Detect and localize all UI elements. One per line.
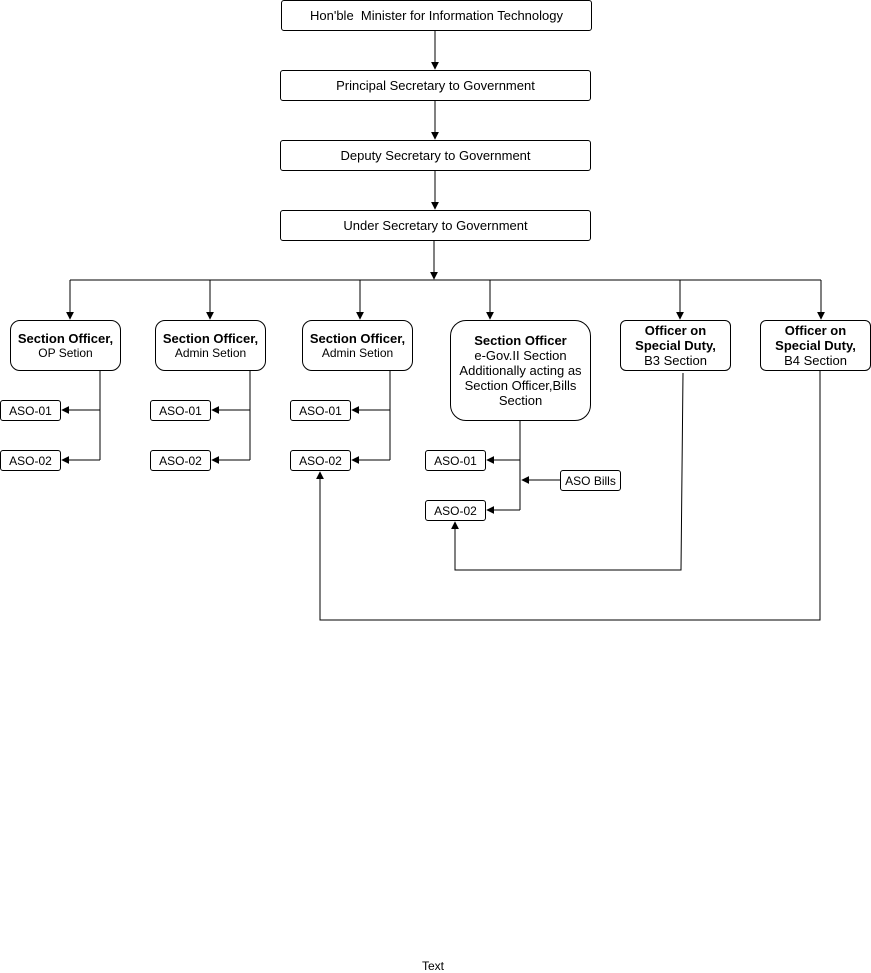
node-so-op: Section Officer, OP Setion bbox=[10, 320, 121, 371]
node-osd-b4-sub: B4 Section bbox=[784, 353, 847, 368]
node-aso-bills: ASO Bills bbox=[560, 470, 621, 491]
node-so-admin2-title: Section Officer, bbox=[309, 331, 406, 346]
node-so-op-sub: OP Setion bbox=[38, 346, 93, 360]
node-op-aso02: ASO-02 bbox=[0, 450, 61, 471]
node-admin1-aso01-label: ASO-01 bbox=[159, 403, 202, 418]
node-so-egov-line3: Section Officer,Bills bbox=[464, 378, 577, 393]
node-minister-label: Hon'ble Minister for Information Technol… bbox=[310, 8, 563, 23]
node-so-egov: Section Officer e-Gov.II Section Additio… bbox=[450, 320, 591, 421]
node-so-egov-line2: Additionally acting as bbox=[459, 363, 582, 378]
node-principal-secretary: Principal Secretary to Government bbox=[280, 70, 591, 101]
node-under-secretary-label: Under Secretary to Government bbox=[343, 218, 528, 233]
footer-text: Text bbox=[422, 959, 445, 973]
node-aso-bills-label: ASO Bills bbox=[565, 473, 616, 488]
node-so-egov-line1: e-Gov.II Section bbox=[474, 348, 567, 363]
node-so-admin2-sub: Admin Setion bbox=[321, 346, 394, 360]
node-osd-b3-line2: Special Duty, bbox=[635, 338, 716, 353]
node-op-aso01: ASO-01 bbox=[0, 400, 61, 421]
node-osd-b3-line1: Officer on bbox=[644, 323, 707, 338]
node-deputy-secretary: Deputy Secretary to Government bbox=[280, 140, 591, 171]
node-egov-aso01: ASO-01 bbox=[425, 450, 486, 471]
node-so-admin1: Section Officer, Admin Setion bbox=[155, 320, 266, 371]
node-under-secretary: Under Secretary to Government bbox=[280, 210, 591, 241]
node-osd-b4-line2: Special Duty, bbox=[775, 338, 856, 353]
node-admin1-aso02: ASO-02 bbox=[150, 450, 211, 471]
node-egov-aso02-label: ASO-02 bbox=[434, 503, 477, 518]
node-osd-b3: Officer on Special Duty, B3 Section bbox=[620, 320, 731, 371]
node-egov-aso01-label: ASO-01 bbox=[434, 453, 477, 468]
node-osd-b3-sub: B3 Section bbox=[644, 353, 707, 368]
node-so-admin1-sub: Admin Setion bbox=[174, 346, 247, 360]
node-principal-secretary-label: Principal Secretary to Government bbox=[336, 78, 535, 93]
node-admin2-aso01-label: ASO-01 bbox=[299, 403, 342, 418]
edge-osd-b4-to-admin2-aso02 bbox=[316, 371, 821, 621]
node-admin2-aso02: ASO-02 bbox=[290, 450, 351, 471]
node-deputy-secretary-label: Deputy Secretary to Government bbox=[340, 148, 531, 163]
node-minister: Hon'ble Minister for Information Technol… bbox=[281, 0, 592, 31]
node-osd-b4-line1: Officer on bbox=[784, 323, 847, 338]
node-admin2-aso02-label: ASO-02 bbox=[299, 453, 342, 468]
node-admin1-aso01: ASO-01 bbox=[150, 400, 211, 421]
node-so-egov-title: Section Officer bbox=[474, 333, 567, 348]
node-egov-aso02: ASO-02 bbox=[425, 500, 486, 521]
node-osd-b4: Officer on Special Duty, B4 Section bbox=[760, 320, 871, 371]
node-op-aso01-label: ASO-01 bbox=[9, 403, 52, 418]
node-so-admin1-title: Section Officer, bbox=[162, 331, 259, 346]
node-admin1-aso02-label: ASO-02 bbox=[159, 453, 202, 468]
edge-osd-b3-to-egov-aso02 bbox=[451, 372, 684, 571]
node-so-admin2: Section Officer, Admin Setion bbox=[302, 320, 413, 371]
node-so-op-title: Section Officer, bbox=[17, 331, 114, 346]
node-so-egov-line4: Section bbox=[498, 393, 543, 408]
node-op-aso02-label: ASO-02 bbox=[9, 453, 52, 468]
node-admin2-aso01: ASO-01 bbox=[290, 400, 351, 421]
